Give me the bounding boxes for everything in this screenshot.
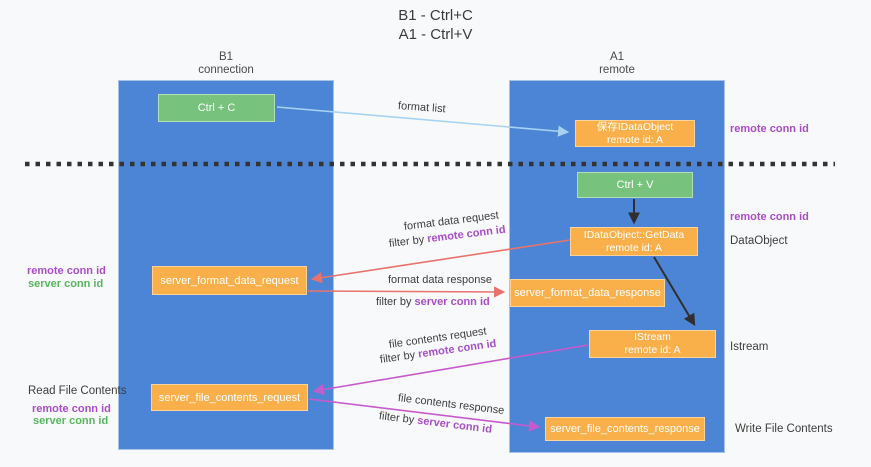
node-server-format-data-response-label: server_format_data_response <box>514 287 661 299</box>
server-conn-id-text-1: server conn id <box>414 296 490 308</box>
node-istream-line1: IStream <box>634 331 671 343</box>
annotation-server-conn-id-left-bottom: server conn id <box>33 415 109 427</box>
filter-by-text-2: filter by <box>376 296 412 308</box>
node-istream: IStream remote id: A <box>589 330 716 358</box>
node-save-idataobject: 保存IDataObject remote id: A <box>575 120 695 147</box>
annotation-remote-conn-id-left-bottom: remote conn id <box>32 403 111 415</box>
node-ctrl-c: Ctrl + C <box>158 94 275 122</box>
edge-label-file-contents-response-filter: filter by server conn id <box>378 410 492 436</box>
node-server-file-contents-request: server_file_contents_request <box>151 384 308 411</box>
annotation-remote-conn-id-left-top: remote conn id <box>27 265 106 277</box>
edge-label-format-data-response: format data response <box>388 274 492 286</box>
edge-label-format-data-response-filter: filter by server conn id <box>376 296 490 308</box>
node-ctrl-c-label: Ctrl + C <box>197 102 236 114</box>
annotation-server-conn-id-left-top: server conn id <box>28 278 104 290</box>
annotation-remote-conn-id-right-mid: remote conn id <box>730 211 809 223</box>
annotation-read-file-contents: Read File Contents <box>28 385 127 397</box>
node-server-file-contents-request-label: server_file_contents_request <box>158 391 301 404</box>
annotation-remote-conn-id-right-top: remote conn id <box>730 123 809 135</box>
node-idataobject-getdata: IDataObject::GetData remote id: A <box>570 227 698 256</box>
lane-a1-role: remote <box>599 64 635 76</box>
filter-by-text-3: filter by <box>379 349 416 366</box>
lane-header-a1: A1 remote <box>509 51 725 77</box>
title-line2: A1 - Ctrl+V <box>398 26 473 43</box>
edge-label-format-list: format list <box>397 100 446 116</box>
node-server-file-contents-response-label: server_file_contents_response <box>550 423 700 435</box>
lane-a1-name: A1 <box>609 51 625 63</box>
node-istream-line2: remote id: A <box>624 344 681 356</box>
node-server-format-data-response: server_format_data_response <box>510 279 665 307</box>
annotation-istream: Istream <box>730 341 769 353</box>
node-save-idataobject-line2: remote id: A <box>606 133 664 146</box>
arrow-format-data-response <box>307 286 506 298</box>
filter-by-text-4: filter by <box>378 410 415 427</box>
node-server-file-contents-response: server_file_contents_response <box>545 417 705 441</box>
node-getdata-line2: remote id: A <box>605 241 663 254</box>
node-getdata-line1: IDataObject::GetData <box>583 228 685 241</box>
title-line1: B1 - Ctrl+C <box>398 7 473 24</box>
node-ctrl-v-label: Ctrl + V <box>616 179 654 191</box>
lane-b1-name: B1 <box>218 51 234 63</box>
node-save-idataobject-line1: 保存IDataObject <box>596 120 674 133</box>
lane-header-b1: B1 connection <box>118 51 334 77</box>
node-ctrl-v: Ctrl + V <box>577 172 693 198</box>
annotation-write-file-contents: Write File Contents <box>735 423 833 435</box>
annotation-dataobject: DataObject <box>730 235 788 247</box>
filter-by-text-1: filter by <box>388 233 425 250</box>
diagram-title: B1 - Ctrl+C A1 - Ctrl+V <box>0 6 871 44</box>
lane-b1-role: connection <box>198 64 254 76</box>
node-server-format-data-request-label: server_format_data_request <box>160 274 299 287</box>
node-server-format-data-request: server_format_data_request <box>152 266 307 295</box>
server-conn-id-text-2: server conn id <box>416 414 493 436</box>
